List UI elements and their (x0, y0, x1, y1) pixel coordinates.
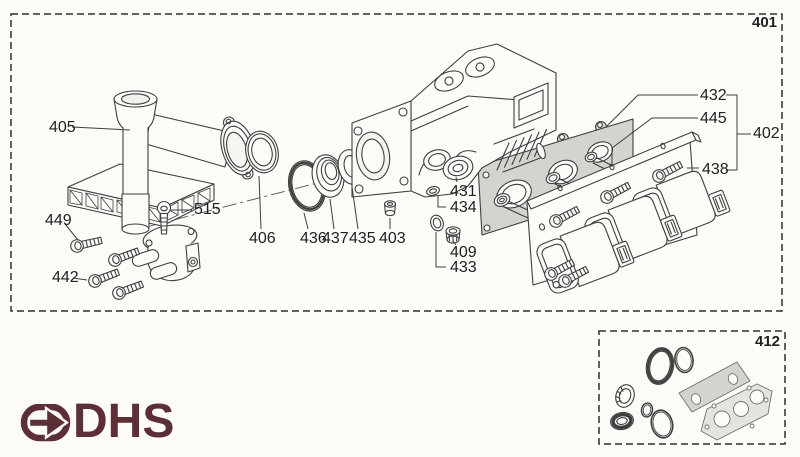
frame-label-412: 412 (755, 333, 781, 350)
part-label-403: 403 (379, 230, 406, 247)
leader-lines (64, 94, 751, 281)
part-label-515: 515 (194, 201, 221, 218)
gasket-kit-contents (610, 346, 773, 441)
dhs-logo: DHS (19, 395, 175, 448)
valve-body-block (351, 43, 557, 198)
spring (493, 128, 548, 173)
part-label-437: 437 (322, 230, 349, 247)
part-label-442: 442 (52, 269, 79, 286)
part-label-409: 409 (450, 244, 477, 261)
part-label-445: 445 (700, 110, 727, 127)
flange-seal-ring (245, 130, 279, 174)
part-label-435: 435 (349, 230, 376, 247)
kit-frame-border (598, 330, 786, 445)
part-label-406: 406 (249, 230, 276, 247)
part-label-402: 402 (753, 125, 780, 142)
part-label-449: 449 (45, 212, 72, 229)
part-label-433: 433 (450, 259, 477, 276)
washer-433 (430, 214, 444, 232)
part-label-438: 438 (702, 161, 729, 178)
main-frame-border (10, 13, 783, 312)
part-label-436: 436 (300, 230, 327, 247)
plug-409 (445, 226, 461, 244)
valve-ports-and-stems (493, 141, 616, 219)
dhs-arrow-icon (20, 404, 71, 442)
part-label-431: 431 (450, 183, 477, 200)
seal-seat-437 (311, 154, 345, 198)
part-label-434: 434 (450, 199, 477, 216)
mounting-screws-left (68, 200, 172, 302)
part-label-432: 432 (700, 87, 727, 104)
dhs-logo-text: DHS (73, 395, 175, 448)
plug-403 (383, 200, 397, 217)
part-label-405: 405 (49, 119, 76, 136)
manifold-rail (526, 131, 702, 210)
mixer-pipe-assembly (67, 90, 256, 282)
frame-label-401: 401 (752, 14, 778, 31)
